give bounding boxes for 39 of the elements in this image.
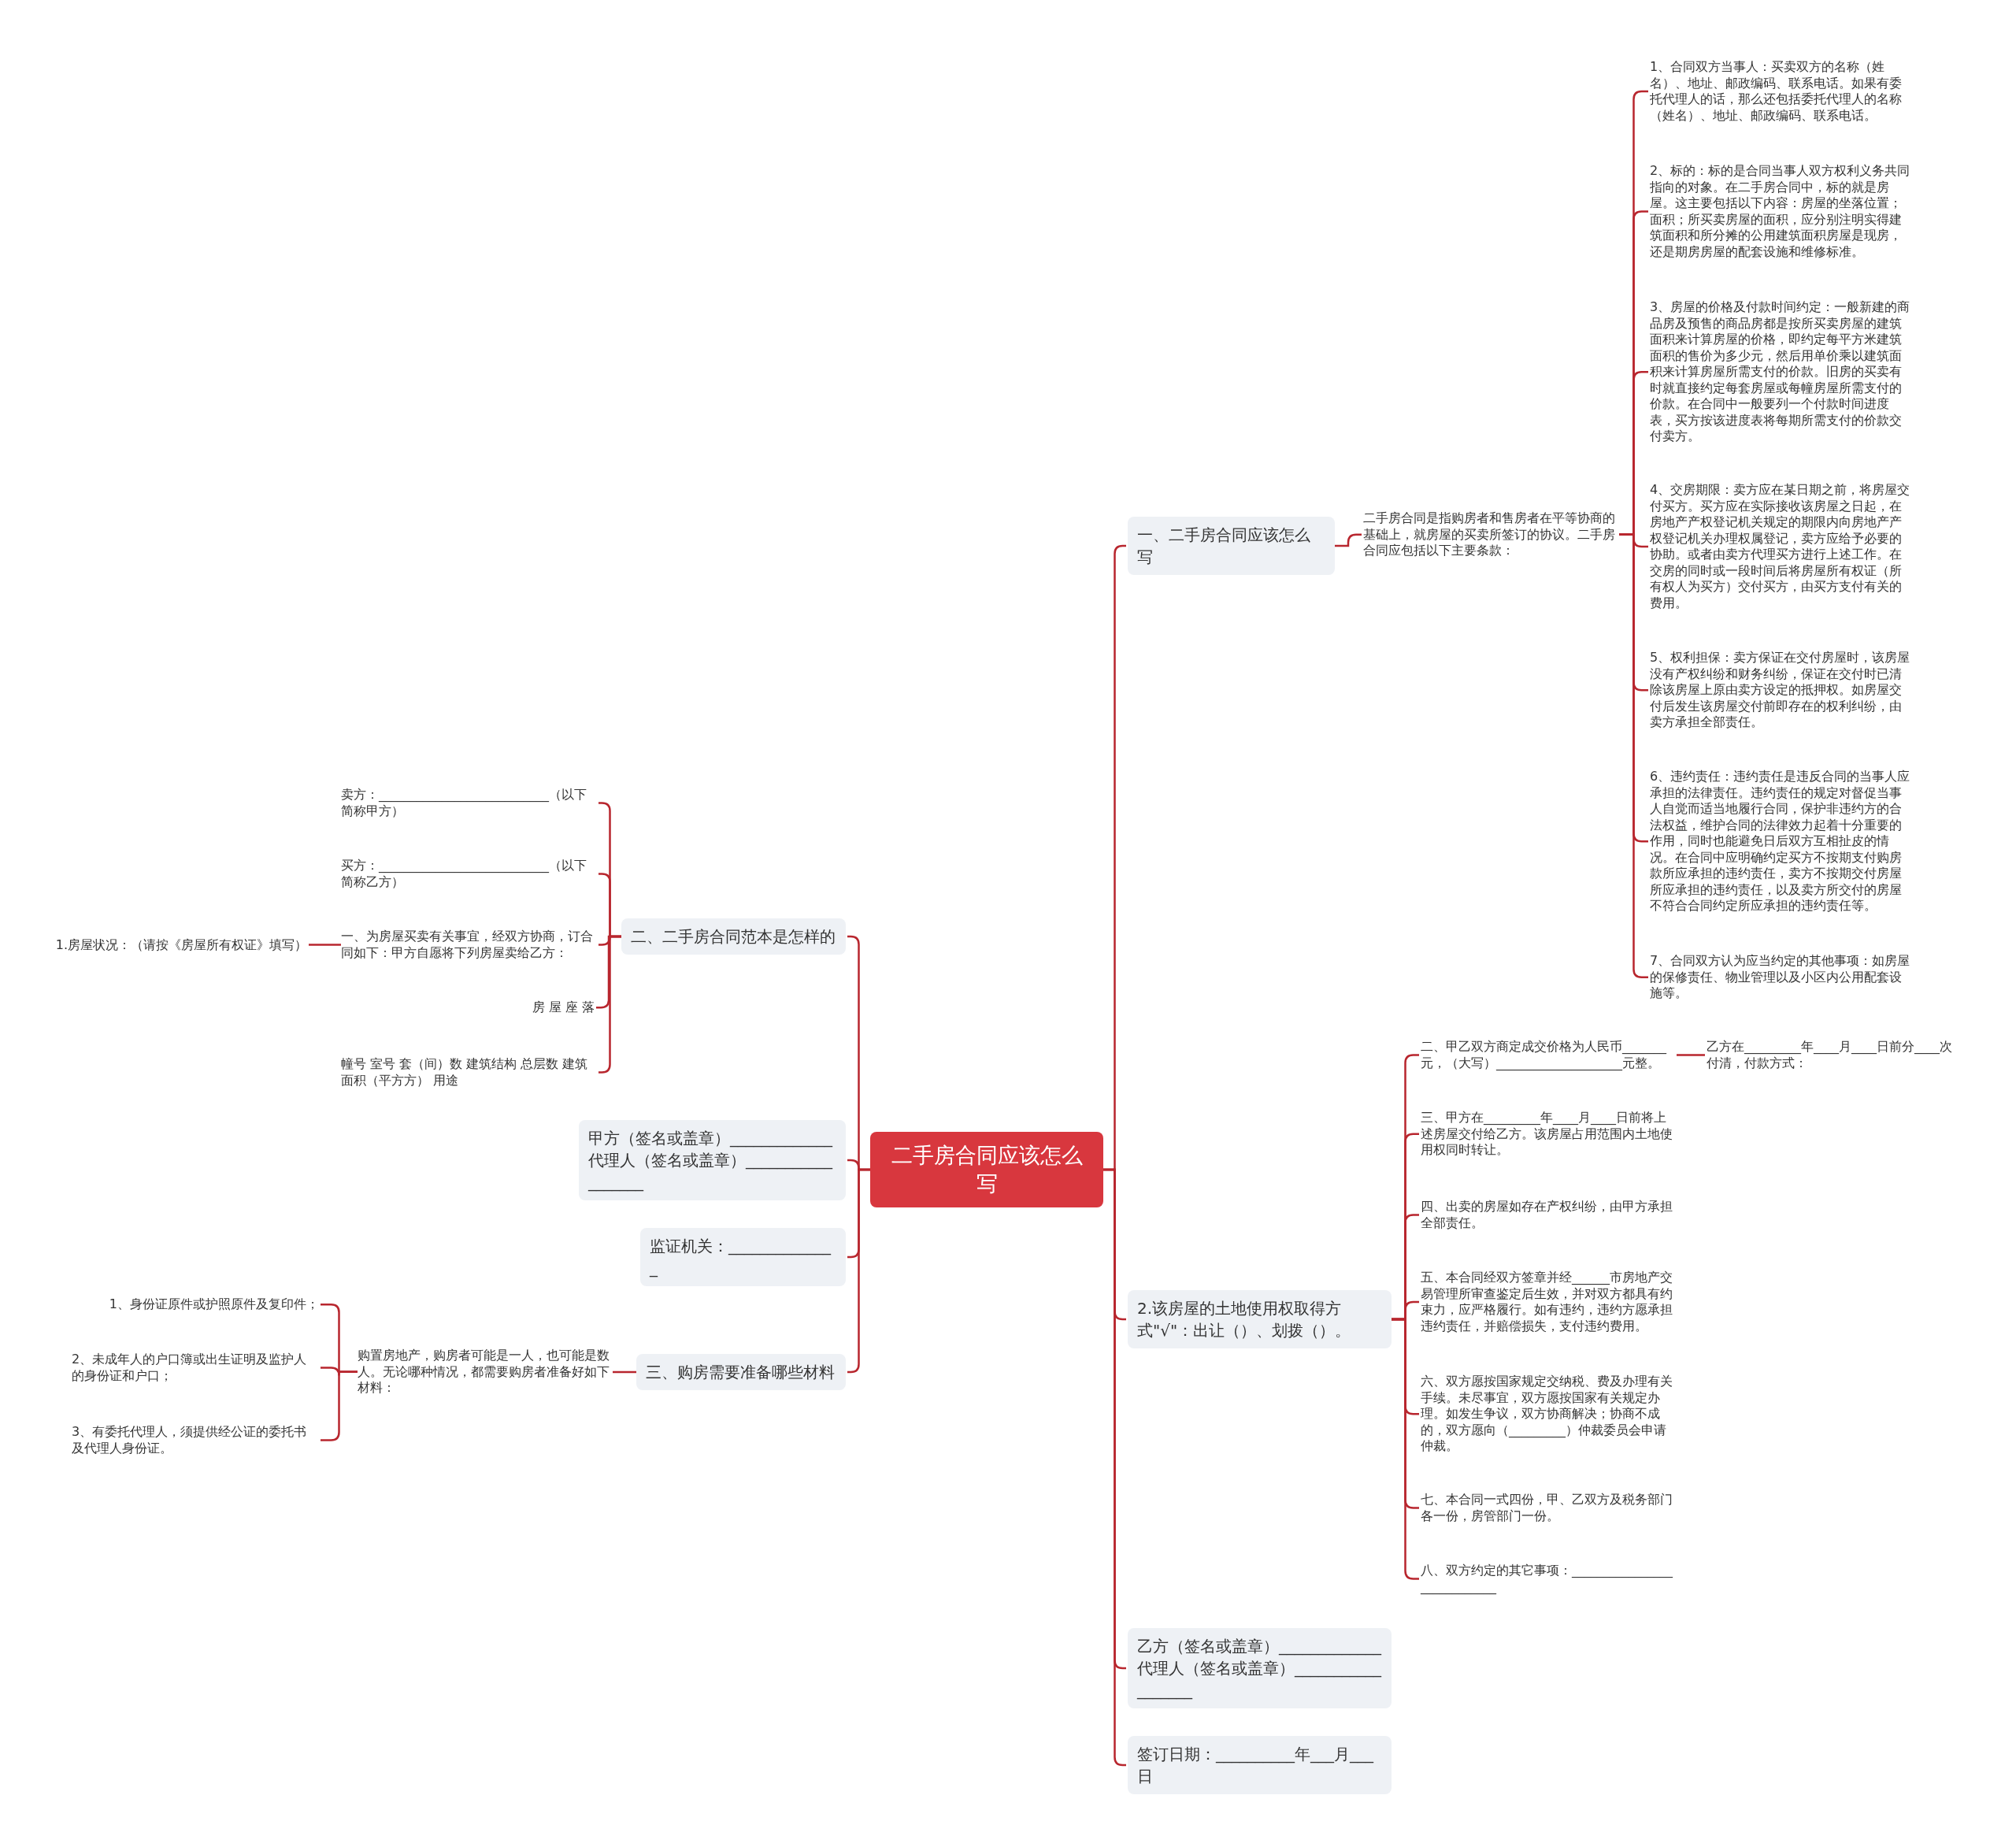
central-topic: 二手房合同应该怎么写	[870, 1132, 1103, 1207]
branch-text: 四、出卖的房屋如存在产权纠纷，由甲方承担全部责任。	[1421, 1199, 1677, 1231]
branch-text: 八、双方约定的其它事项：____________________________	[1421, 1563, 1677, 1595]
topic-box: 甲方（签名或盖章）_____________ 代理人（签名或盖章）__________________	[579, 1120, 846, 1200]
topic-box: 二、二手房合同范本是怎样的	[621, 918, 846, 955]
topic-box: 2.该房屋的土地使用权取得方式"√"：出让（）、划拨（）。	[1128, 1290, 1392, 1348]
branch-text: 卖方：___________________________（以下简称甲方）	[341, 787, 597, 819]
branch-text: 1、身份证原件或护照原件及复印件；	[79, 1296, 319, 1313]
topic-box: 签订日期：__________年___月___日	[1128, 1736, 1392, 1794]
connector-line	[1335, 533, 1362, 547]
branch-text: 3、房屋的价格及付款时间约定：一般新建的商品房及预售的商品房都是按所买卖房屋的建筑面积来计算房屋的价格，即约定每平方米建筑面积的售价为多少元，然后用单价乘以建筑面积来计算房屋所需支付的价款。旧房的买卖有时就直接约定每套房屋或每幢房屋所需支付的价款。在合同中一般要列一个付款时间进度表，买方按该进度表将每期所需支付的价款交付卖方。	[1650, 299, 1911, 445]
branch-text: 2、未成年人的户口簿或出生证明及监护人的身份证和户口；	[72, 1352, 319, 1384]
topic-box: 三、购房需要准备哪些材料	[636, 1354, 846, 1390]
branch-text: 二、甲乙双方商定成交价格为人民币_______元，（大写）____________________元整。	[1421, 1039, 1677, 1071]
branch-text: 5、权利担保：卖方保证在交付房屋时，该房屋没有产权纠纷和财务纠纷，保证在交付时已清除该房屋上原由卖方设定的抵押权。如房屋交付后发生该房屋交付前即存在的权利纠纷，由卖方承担全部责任。	[1650, 650, 1911, 731]
branch-text: 3、有委托代理人，须提供经公证的委托书及代理人身份证。	[72, 1424, 319, 1456]
branch-text: 4、交房期限：卖方应在某日期之前，将房屋交付买方。买方应在实际接收该房屋之日起，在房地产产权登记机关规定的期限内向房地产产权登记机关办理权属登记，卖方应给予必要的协助。或者由卖方代理买方进行上述工作。在交房的同时或一段时间后将房屋所有权证（所有权人为买方）交付买方，由买方支付有关的费用。	[1650, 482, 1911, 611]
connector-line	[1677, 1054, 1705, 1056]
topic-box: 一、二手房合同应该怎么写	[1128, 517, 1335, 575]
branch-text: 六、双方愿按国家规定交纳税、费及办理有关手续。未尽事宜，双方愿按国家有关规定办理。如发生争议，双方协商解决；协商不成的，双方愿向（_________）仲裁委员会申请仲裁。	[1421, 1374, 1677, 1455]
branch-text: 房 屋 座 落	[472, 1000, 595, 1016]
branch-text: 幢号 室号 套（间）数 建筑结构 总层数 建筑面积（平方方） 用途	[341, 1056, 597, 1089]
branch-text: 7、合同双方认为应当约定的其他事项：如房屋的保修责任、物业管理以及小区内公用配套设施等。	[1650, 953, 1911, 1002]
branch-text: 2、标的：标的是合同当事人双方权利义务共同指向的对象。在二手房合同中，标的就是房屋。这主要包括以下内容：房屋的坐落位置；面积；所买卖房屋的面积，应分别注明实得建筑面积和所分摊的公用建筑面积房屋是现房，还是期房房屋的配套设施和维修标准。	[1650, 163, 1911, 260]
branch-text: 一、为房屋买卖有关事宜，经双方协商，订合同如下：甲方自愿将下列房屋卖给乙方：	[341, 929, 597, 961]
branch-text: 购置房地产，购房者可能是一人，也可能是数人。无论哪种情况，都需要购房者准备好如下材料：	[358, 1348, 611, 1396]
branch-text: 买方：___________________________（以下简称乙方）	[341, 858, 597, 890]
branch-text: 乙方在_________年____月____日前分____次付清，付款方式：	[1707, 1039, 1952, 1071]
branch-text: 二手房合同是指购房者和售房者在平等协商的基础上，就房屋的买卖所签订的协议。二手房合同应包括以下主要条款：	[1363, 510, 1619, 559]
branch-text: 七、本合同一式四份，甲、乙双方及税务部门各一份，房管部门一份。	[1421, 1492, 1677, 1524]
connector-line	[613, 1370, 636, 1374]
branch-text: 五、本合同经双方签章并经______市房地产交易管理所审查鉴定后生效，并对双方都具有约束力，应严格履行。如有违约，违约方愿承担违约责任，并赔偿损失，支付违约费用。	[1421, 1270, 1677, 1334]
branch-text: 6、违约责任：违约责任是违反合同的当事人应承担的法律责任。违约责任的规定对督促当事人自觉而适当地履行合同，保护非违约方的合法权益，维护合同的法律效力起着十分重要的作用，同时也能避免日后双方互相扯皮的情况。在合同中应明确约定买方不按期支付购房款所应承担的违约责任，卖方不按期交付房屋所应承担的违约责任，以及卖方所交付的房屋不符合合同约定所应承担的违约责任等。	[1650, 769, 1911, 914]
topic-box: 监证机关：______________	[640, 1228, 846, 1286]
branch-text: 1.房屋状况：（请按《房屋所有权证》填写）	[47, 937, 307, 954]
branch-text: 1、合同双方当事人：买卖双方的名称（姓名）、地址、邮政编码、联系电话。如果有委托代理人的话，那么还包括委托代理人的名称（姓名）、地址、邮政编码、联系电话。	[1650, 59, 1911, 124]
topic-box: 乙方（签名或盖章）_____________ 代理人（签名或盖章）__________________	[1128, 1628, 1392, 1708]
branch-text: 三、甲方在_________年____月____日前将上述房屋交付给乙方。该房屋占用范围内土地使用权同时转让。	[1421, 1110, 1677, 1159]
connector-line	[309, 944, 341, 946]
